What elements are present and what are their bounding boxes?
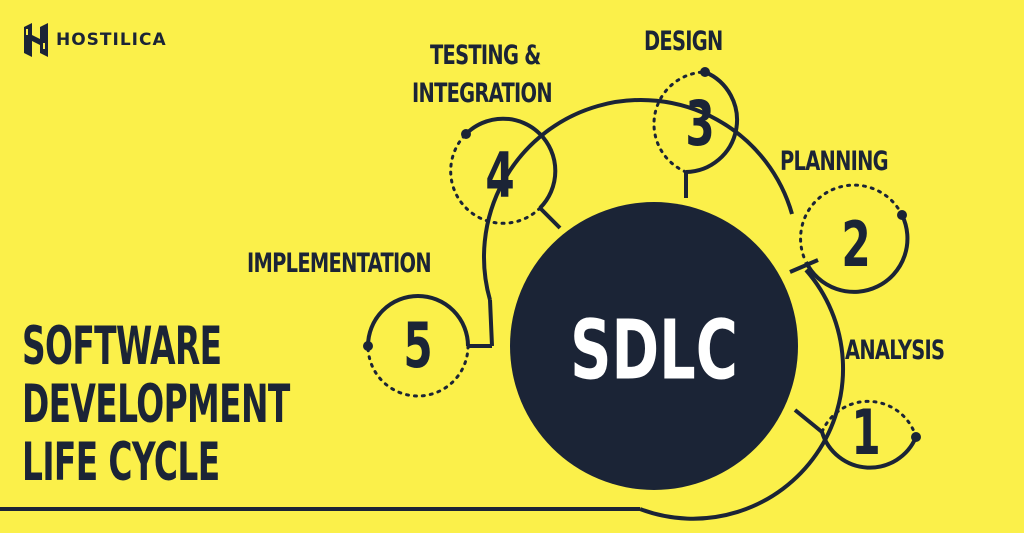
step-2-number: 2: [841, 209, 870, 282]
center-circle: [510, 202, 798, 490]
step-3-number: 3: [685, 88, 714, 161]
step-1-number: 1: [851, 397, 880, 470]
step-1-label: ANALYSIS: [845, 335, 945, 366]
step-2-ring: [799, 183, 910, 294]
title-line-1: SOFTWARE: [22, 316, 222, 377]
step-4-ring: [449, 116, 558, 225]
brand-name: HOSTILICA: [56, 30, 167, 50]
connector-4: [538, 206, 562, 230]
step-5-label: IMPLEMENTATION: [247, 248, 432, 279]
connector-2: [789, 258, 819, 274]
title-line-2: DEVELOPMENT: [22, 374, 290, 435]
title-line-3: LIFE CYCLE: [22, 432, 220, 493]
step-5-number: 5: [403, 310, 432, 383]
hostilica-logo-icon: [24, 23, 48, 57]
step-5-ring: [363, 294, 470, 398]
step-4-number: 4: [485, 140, 514, 213]
step-3-ring: [652, 67, 739, 174]
step-4-label-line-1: TESTING &: [430, 40, 541, 71]
step-4-label-line-2: INTEGRATION: [412, 78, 553, 109]
step-2-label: PLANNING: [780, 146, 889, 177]
brand-logo[interactable]: HOSTILICA: [22, 22, 167, 58]
step-1-ring: [820, 399, 921, 470]
page-title: SOFTWARE DEVELOPMENT LIFE CYCLE: [22, 318, 290, 492]
center-label: SDLC: [570, 302, 738, 398]
connector-1: [793, 408, 824, 434]
step-3-label: DESIGN: [644, 26, 723, 57]
orbit-arc: [482, 98, 845, 521]
